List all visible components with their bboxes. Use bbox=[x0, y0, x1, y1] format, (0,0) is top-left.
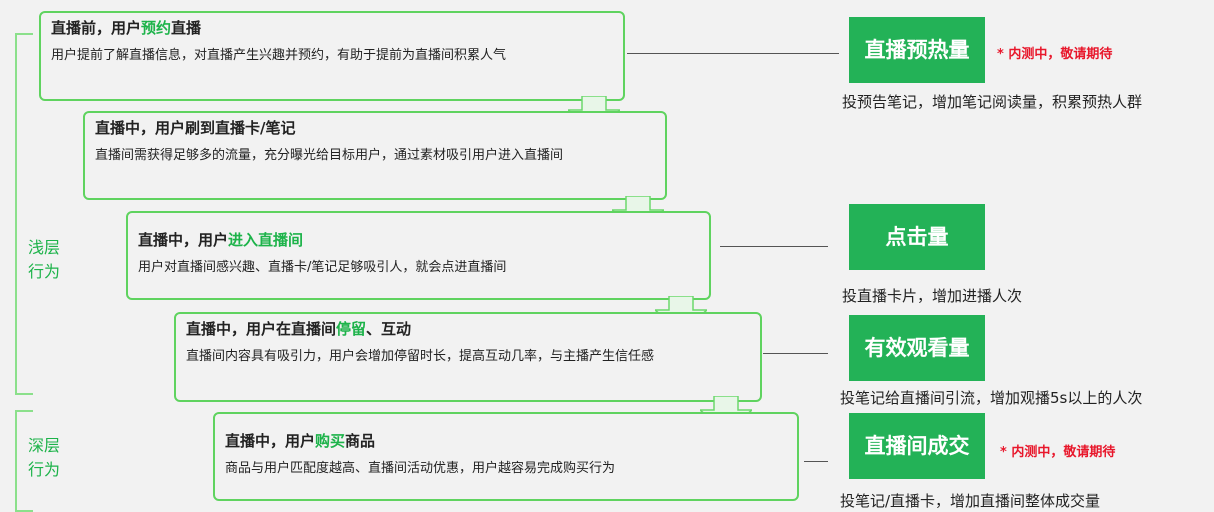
metric-description: 投预告笔记，增加笔记阅读量，积累预热人群 bbox=[842, 93, 1143, 111]
step-title: 直播中，用户刷到直播卡/笔记 bbox=[95, 119, 296, 137]
deep-stage-bracket bbox=[15, 410, 33, 512]
connector-line bbox=[804, 461, 828, 462]
metric-description: 投笔记/直播卡，增加直播间整体成交量 bbox=[840, 492, 1101, 510]
step-impression: 直播中，用户刷到直播卡/笔记 直播间需获得足够多的流量，充分曝光给目标用户，通过… bbox=[83, 111, 667, 200]
metric-note: * 内测中，敬请期待 bbox=[1000, 445, 1116, 460]
step-stay: 直播中，用户在直播间停留、互动 直播间内容具有吸引力，用户会增加停留时长，提高互… bbox=[174, 312, 762, 402]
step-purchase: 直播中，用户购买商品 商品与用户匹配度越高、直播间活动优惠，用户越容易完成购买行… bbox=[213, 412, 799, 501]
step-description: 商品与用户匹配度越高、直播间活动优惠，用户越容易完成购买行为 bbox=[225, 461, 616, 476]
metric-note: * 内测中，敬请期待 bbox=[997, 47, 1113, 62]
shallow-stage-bracket bbox=[15, 33, 33, 395]
connector-line bbox=[720, 246, 828, 247]
step-description: 用户对直播间感兴趣、直播卡/笔记足够吸引人，就会点进直播间 bbox=[138, 260, 507, 275]
metric-description: 投笔记给直播间引流，增加观播5s以上的人次 bbox=[840, 389, 1143, 407]
step-title: 直播中，用户购买商品 bbox=[225, 432, 376, 450]
connector-line bbox=[763, 353, 828, 354]
shallow-stage-label: 浅层行为 bbox=[28, 236, 68, 284]
step-title: 直播前，用户预约直播 bbox=[51, 19, 202, 37]
step-title: 直播中，用户在直播间停留、互动 bbox=[186, 320, 412, 338]
step-description: 直播间内容具有吸引力，用户会增加停留时长，提高互动几率，与主播产生信任感 bbox=[186, 349, 655, 364]
step-reserve: 直播前，用户预约直播 用户提前了解直播信息，对直播产生兴趣并预约，有助于提前为直… bbox=[39, 11, 625, 101]
metric-view-badge: 有效观看量 bbox=[849, 315, 985, 381]
step-enter: 直播中，用户进入直播间 用户对直播间感兴趣、直播卡/笔记足够吸引人，就会点进直播… bbox=[126, 211, 711, 300]
connector-line bbox=[627, 53, 839, 54]
step-title: 直播中，用户进入直播间 bbox=[138, 231, 304, 249]
step-description: 直播间需获得足够多的流量，充分曝光给目标用户，通过素材吸引用户进入直播间 bbox=[95, 148, 564, 163]
metric-deal-badge: 直播间成交 bbox=[849, 413, 985, 479]
deep-stage-label: 深层行为 bbox=[28, 434, 68, 482]
metric-description: 投直播卡片，增加进播人次 bbox=[842, 287, 1023, 305]
metric-click-badge: 点击量 bbox=[849, 204, 985, 270]
metric-preheat-badge: 直播预热量 bbox=[849, 17, 985, 83]
step-description: 用户提前了解直播信息，对直播产生兴趣并预约，有助于提前为直播间积累人气 bbox=[51, 48, 507, 63]
